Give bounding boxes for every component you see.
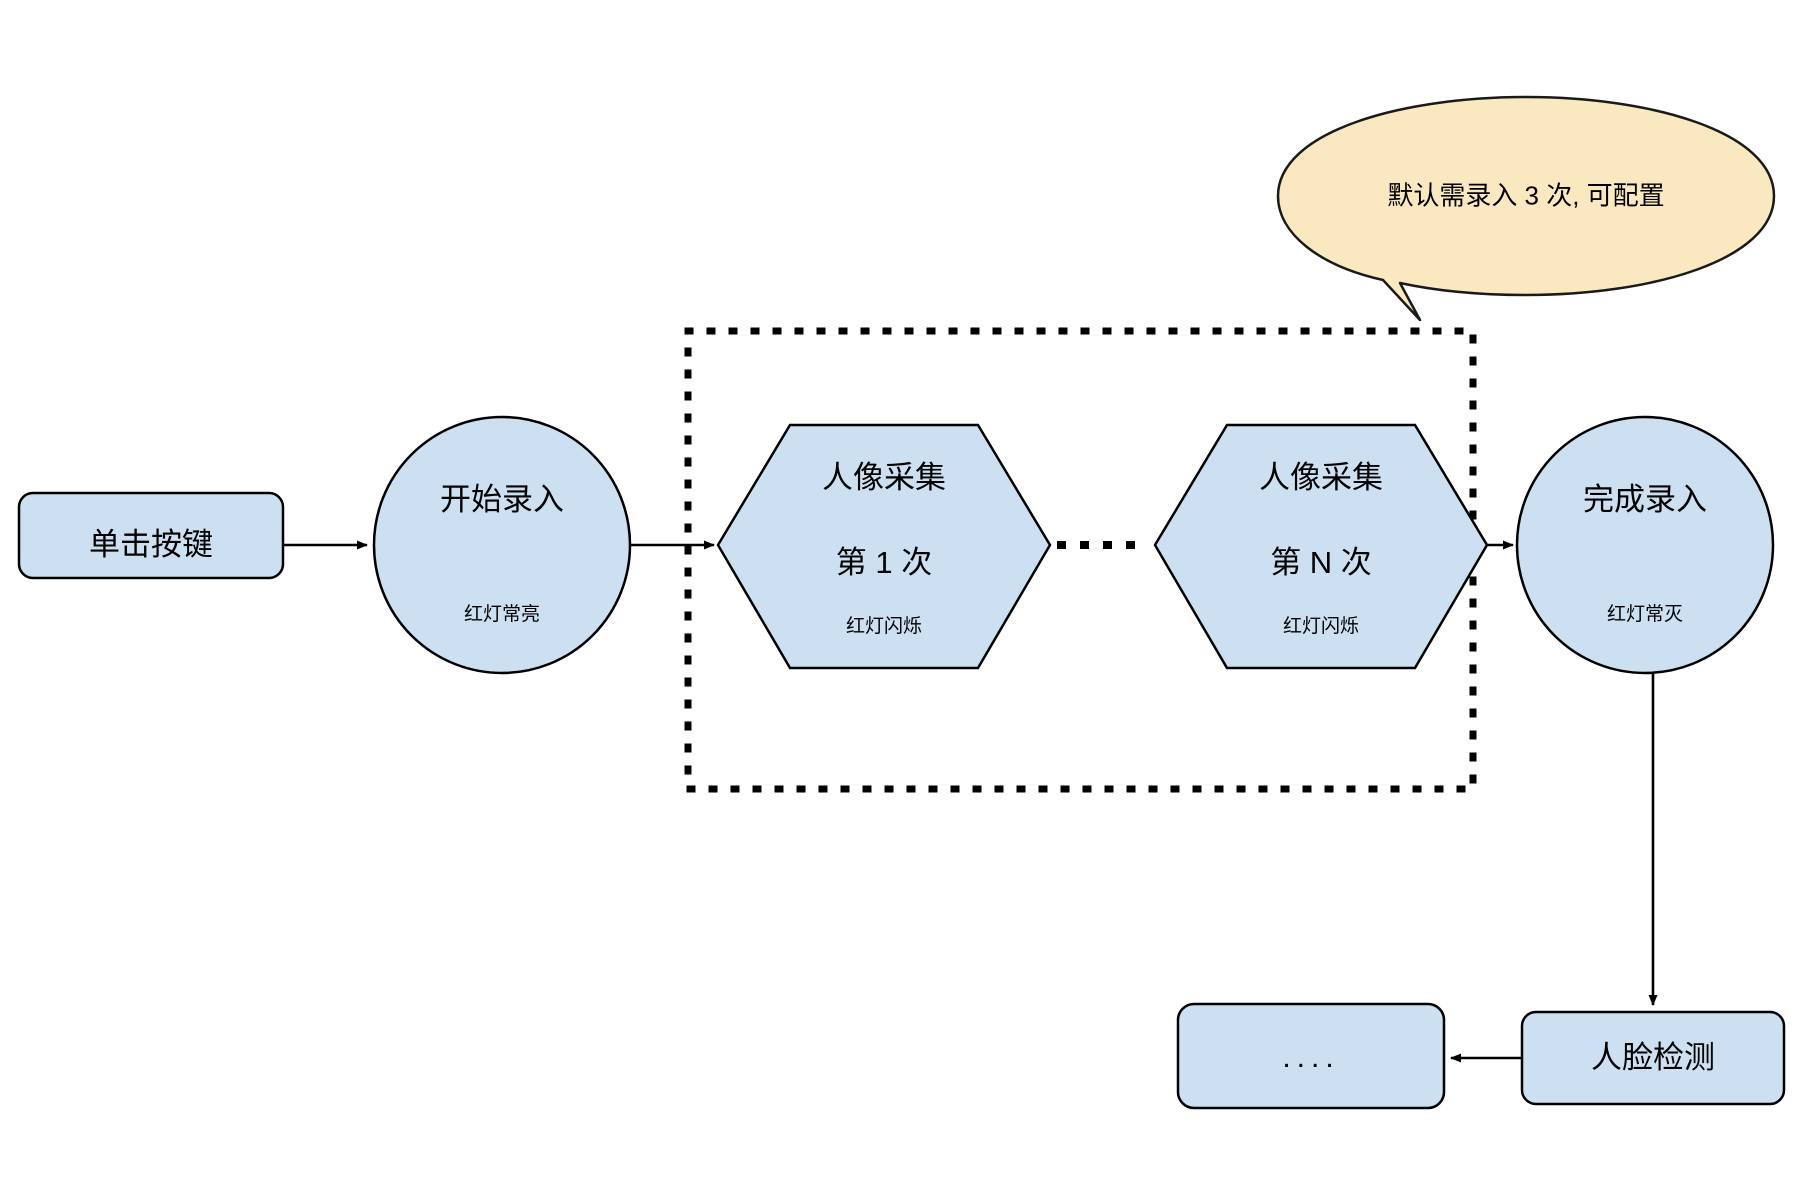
callout-bubble bbox=[1276, 95, 1776, 322]
node-capture-first[interactable] bbox=[716, 423, 1052, 670]
node-more-steps[interactable] bbox=[1176, 1002, 1446, 1110]
node-finish-enroll[interactable] bbox=[1515, 415, 1775, 675]
node-capture-nth[interactable] bbox=[1153, 423, 1489, 670]
node-click-key[interactable] bbox=[17, 491, 285, 580]
node-face-detect[interactable] bbox=[1520, 1010, 1786, 1106]
node-start-enroll[interactable] bbox=[372, 415, 632, 675]
